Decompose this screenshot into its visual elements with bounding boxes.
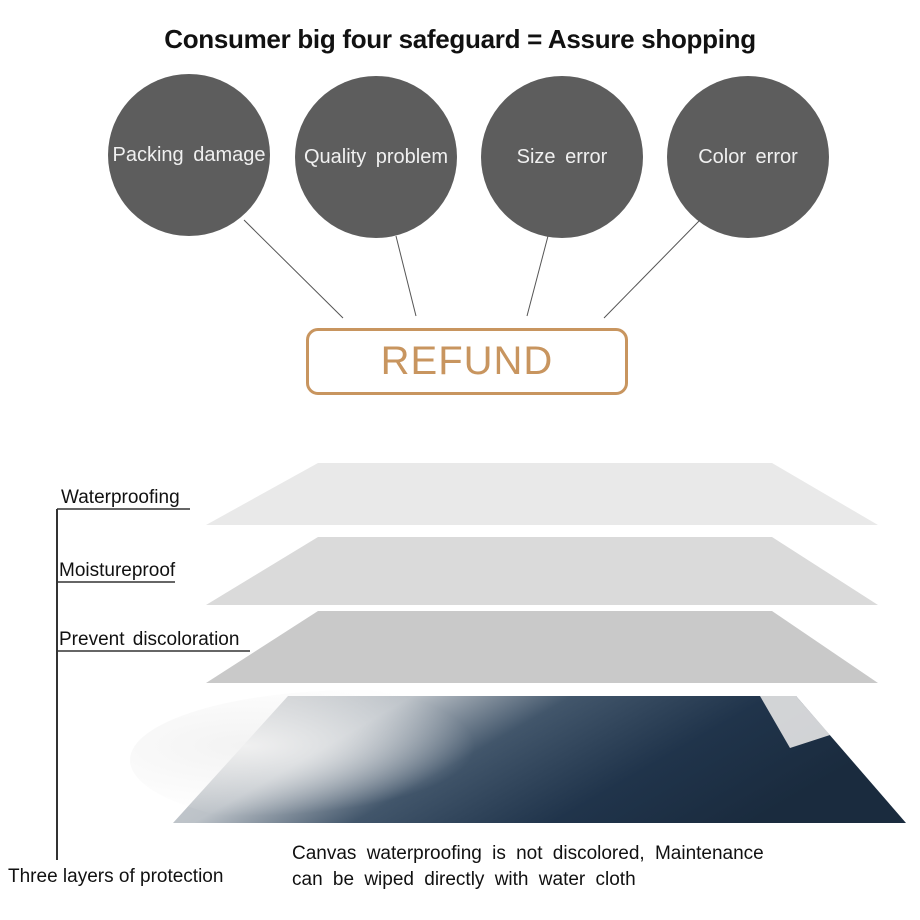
layer-label-prevent-discoloration: Prevent discoloration bbox=[59, 629, 240, 650]
safeguard-label: Size error bbox=[516, 145, 608, 168]
caption: Canvas waterproofing is not discolored, … bbox=[292, 841, 764, 893]
layer-prevent-discoloration bbox=[206, 611, 878, 683]
canvas-highlight bbox=[760, 696, 830, 748]
canvas-mist bbox=[130, 690, 590, 830]
caption-line-2: can be wiped directly with water cloth bbox=[292, 869, 636, 890]
layer-waterproofing bbox=[206, 463, 878, 525]
layer-moistureproof bbox=[206, 537, 878, 605]
connector-line bbox=[526, 235, 549, 317]
layer-label-moistureproof: Moistureproof bbox=[59, 560, 176, 581]
safeguard-circle-size-error: Size error bbox=[481, 76, 643, 238]
safeguard-circle-packing-damage: Packing damage bbox=[108, 74, 270, 236]
safeguard-label: Packing damage bbox=[112, 143, 266, 166]
connector-line bbox=[395, 235, 417, 317]
connector-line bbox=[243, 219, 344, 319]
caption-line-1: Canvas waterproofing is not discolored, … bbox=[292, 843, 764, 864]
page-title: Consumer big four safeguard = Assure sho… bbox=[164, 24, 756, 54]
safeguard-circle-color-error: Color error bbox=[667, 76, 829, 238]
refund-box: REFUND bbox=[306, 328, 628, 395]
refund-label: REFUND bbox=[380, 339, 554, 383]
layer-label-waterproofing: Waterproofing bbox=[61, 487, 180, 508]
safeguard-label: Quality problem bbox=[303, 145, 449, 168]
connector-line bbox=[603, 219, 701, 319]
three-layers-label: Three layers of protection bbox=[8, 866, 224, 887]
safeguard-label: Color error bbox=[698, 145, 798, 168]
safeguard-circle-quality-problem: Quality problem bbox=[295, 76, 457, 238]
